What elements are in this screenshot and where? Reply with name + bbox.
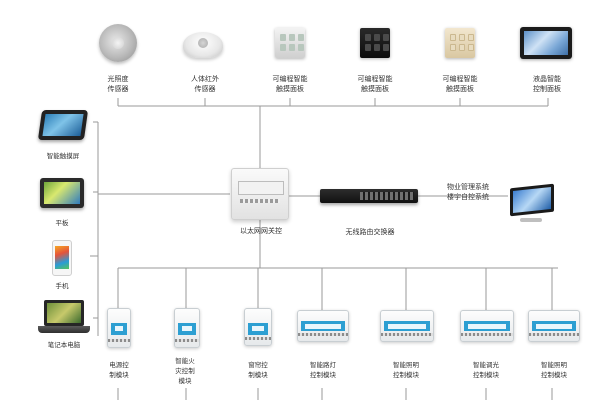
lcd-panel-label-line2: 控制面板	[533, 85, 561, 93]
fire-module-label-line1: 智能火	[175, 357, 195, 365]
pir-sensor-label-line1: 人体红外	[191, 75, 219, 83]
curtain-module-label-line2: 制模块	[248, 371, 268, 379]
curtain-module-label: 窗帘控 制模块	[242, 360, 274, 380]
fire-module-label-line3: 模块	[178, 377, 192, 385]
gold-panel-label-line2: 触摸面板	[446, 85, 474, 93]
touchscreen-icon	[37, 110, 89, 140]
curtain-module-label-line1: 窗帘控	[248, 361, 268, 369]
lighting-control-module-icon	[380, 310, 434, 342]
lcd-panel-label-line1: 液晶智能	[533, 75, 561, 83]
laptop-icon	[38, 300, 92, 336]
silver-panel-label-line2: 触摸面板	[276, 85, 304, 93]
fire-control-module-icon	[174, 308, 200, 348]
dimming-control-module-icon	[460, 310, 514, 342]
streetlight-module-label: 智能路灯 控制模块	[302, 360, 344, 380]
power-control-module-icon	[107, 308, 131, 348]
streetlight-control-module-icon	[297, 310, 349, 342]
black-panel-label-line1: 可编程智能	[357, 75, 393, 83]
curtain-control-module-icon	[244, 308, 272, 346]
lighting-module-2-label: 智能照明 控制模块	[532, 360, 576, 380]
laptop-label: 笔记本电脑	[47, 341, 81, 349]
dimming-module-label: 智能调光 控制模块	[464, 360, 508, 380]
silver-panel-label-line1: 可编程智能	[272, 75, 308, 83]
phone-icon	[52, 240, 72, 276]
power-module-label-line1: 电源控	[109, 361, 129, 369]
lcd-control-panel-icon	[520, 27, 572, 59]
lighting-module-label: 智能照明 控制模块	[384, 360, 428, 380]
gold-panel-label-line1: 可编程智能	[442, 75, 478, 83]
fire-module-label: 智能火 灾控制 模块	[170, 356, 200, 386]
tablet-icon	[40, 178, 84, 208]
black-panel-label-line2: 触摸面板	[361, 85, 389, 93]
monitor-label: 物业管理系统 楼宇自控系统	[436, 182, 500, 202]
streetlight-module-label-line1: 智能路灯	[310, 361, 336, 369]
gateway-label: 以太网网关控	[240, 227, 282, 235]
touchscreen-label: 智能触摸屏	[46, 152, 80, 160]
monitor-label-line1: 物业管理系统	[447, 183, 489, 191]
ethernet-gateway-icon	[231, 168, 289, 220]
power-module-label-line2: 制模块	[109, 371, 129, 379]
lcd-panel-label: 液晶智能 控制面板	[520, 74, 574, 94]
black-panel-label: 可编程智能 触摸面板	[347, 74, 403, 94]
lighting-module-label-line2: 控制模块	[393, 371, 419, 379]
silver-touch-panel-icon	[275, 28, 305, 58]
light-sensor-label: 光照度 传感器	[98, 74, 138, 94]
dimming-module-label-line2: 控制模块	[473, 371, 499, 379]
lighting-module-2-label-line2: 控制模块	[541, 371, 567, 379]
lighting-module-2-label-line1: 智能照明	[541, 361, 567, 369]
power-module-label: 电源控 制模块	[104, 360, 134, 380]
lighting-module-label-line1: 智能照明	[393, 361, 419, 369]
black-touch-panel-icon	[360, 28, 390, 58]
dimming-module-label-line1: 智能调光	[473, 361, 499, 369]
light-sensor-icon	[99, 24, 137, 62]
gold-touch-panel-icon	[445, 28, 475, 58]
streetlight-module-label-line2: 控制模块	[310, 371, 336, 379]
management-monitor-icon	[508, 183, 558, 228]
wireless-router-switch-icon	[320, 189, 418, 203]
pir-sensor-icon	[183, 32, 223, 58]
gold-panel-label: 可编程智能 触摸面板	[432, 74, 488, 94]
pir-sensor-label-line2: 传感器	[194, 85, 216, 93]
pir-sensor-label: 人体红外 传感器	[183, 74, 227, 94]
monitor-label-line2: 楼宇自控系统	[447, 193, 489, 201]
lighting-control-module-2-icon	[528, 310, 580, 342]
fire-module-label-line2: 灾控制	[175, 367, 195, 375]
switch-label: 无线路由交换器	[345, 228, 395, 236]
phone-label: 手机	[55, 282, 69, 290]
silver-panel-label: 可编程智能 触摸面板	[262, 74, 318, 94]
light-sensor-label-line1: 光照度	[107, 75, 129, 83]
tablet-label: 平板	[55, 219, 69, 227]
light-sensor-label-line2: 传感器	[107, 85, 129, 93]
